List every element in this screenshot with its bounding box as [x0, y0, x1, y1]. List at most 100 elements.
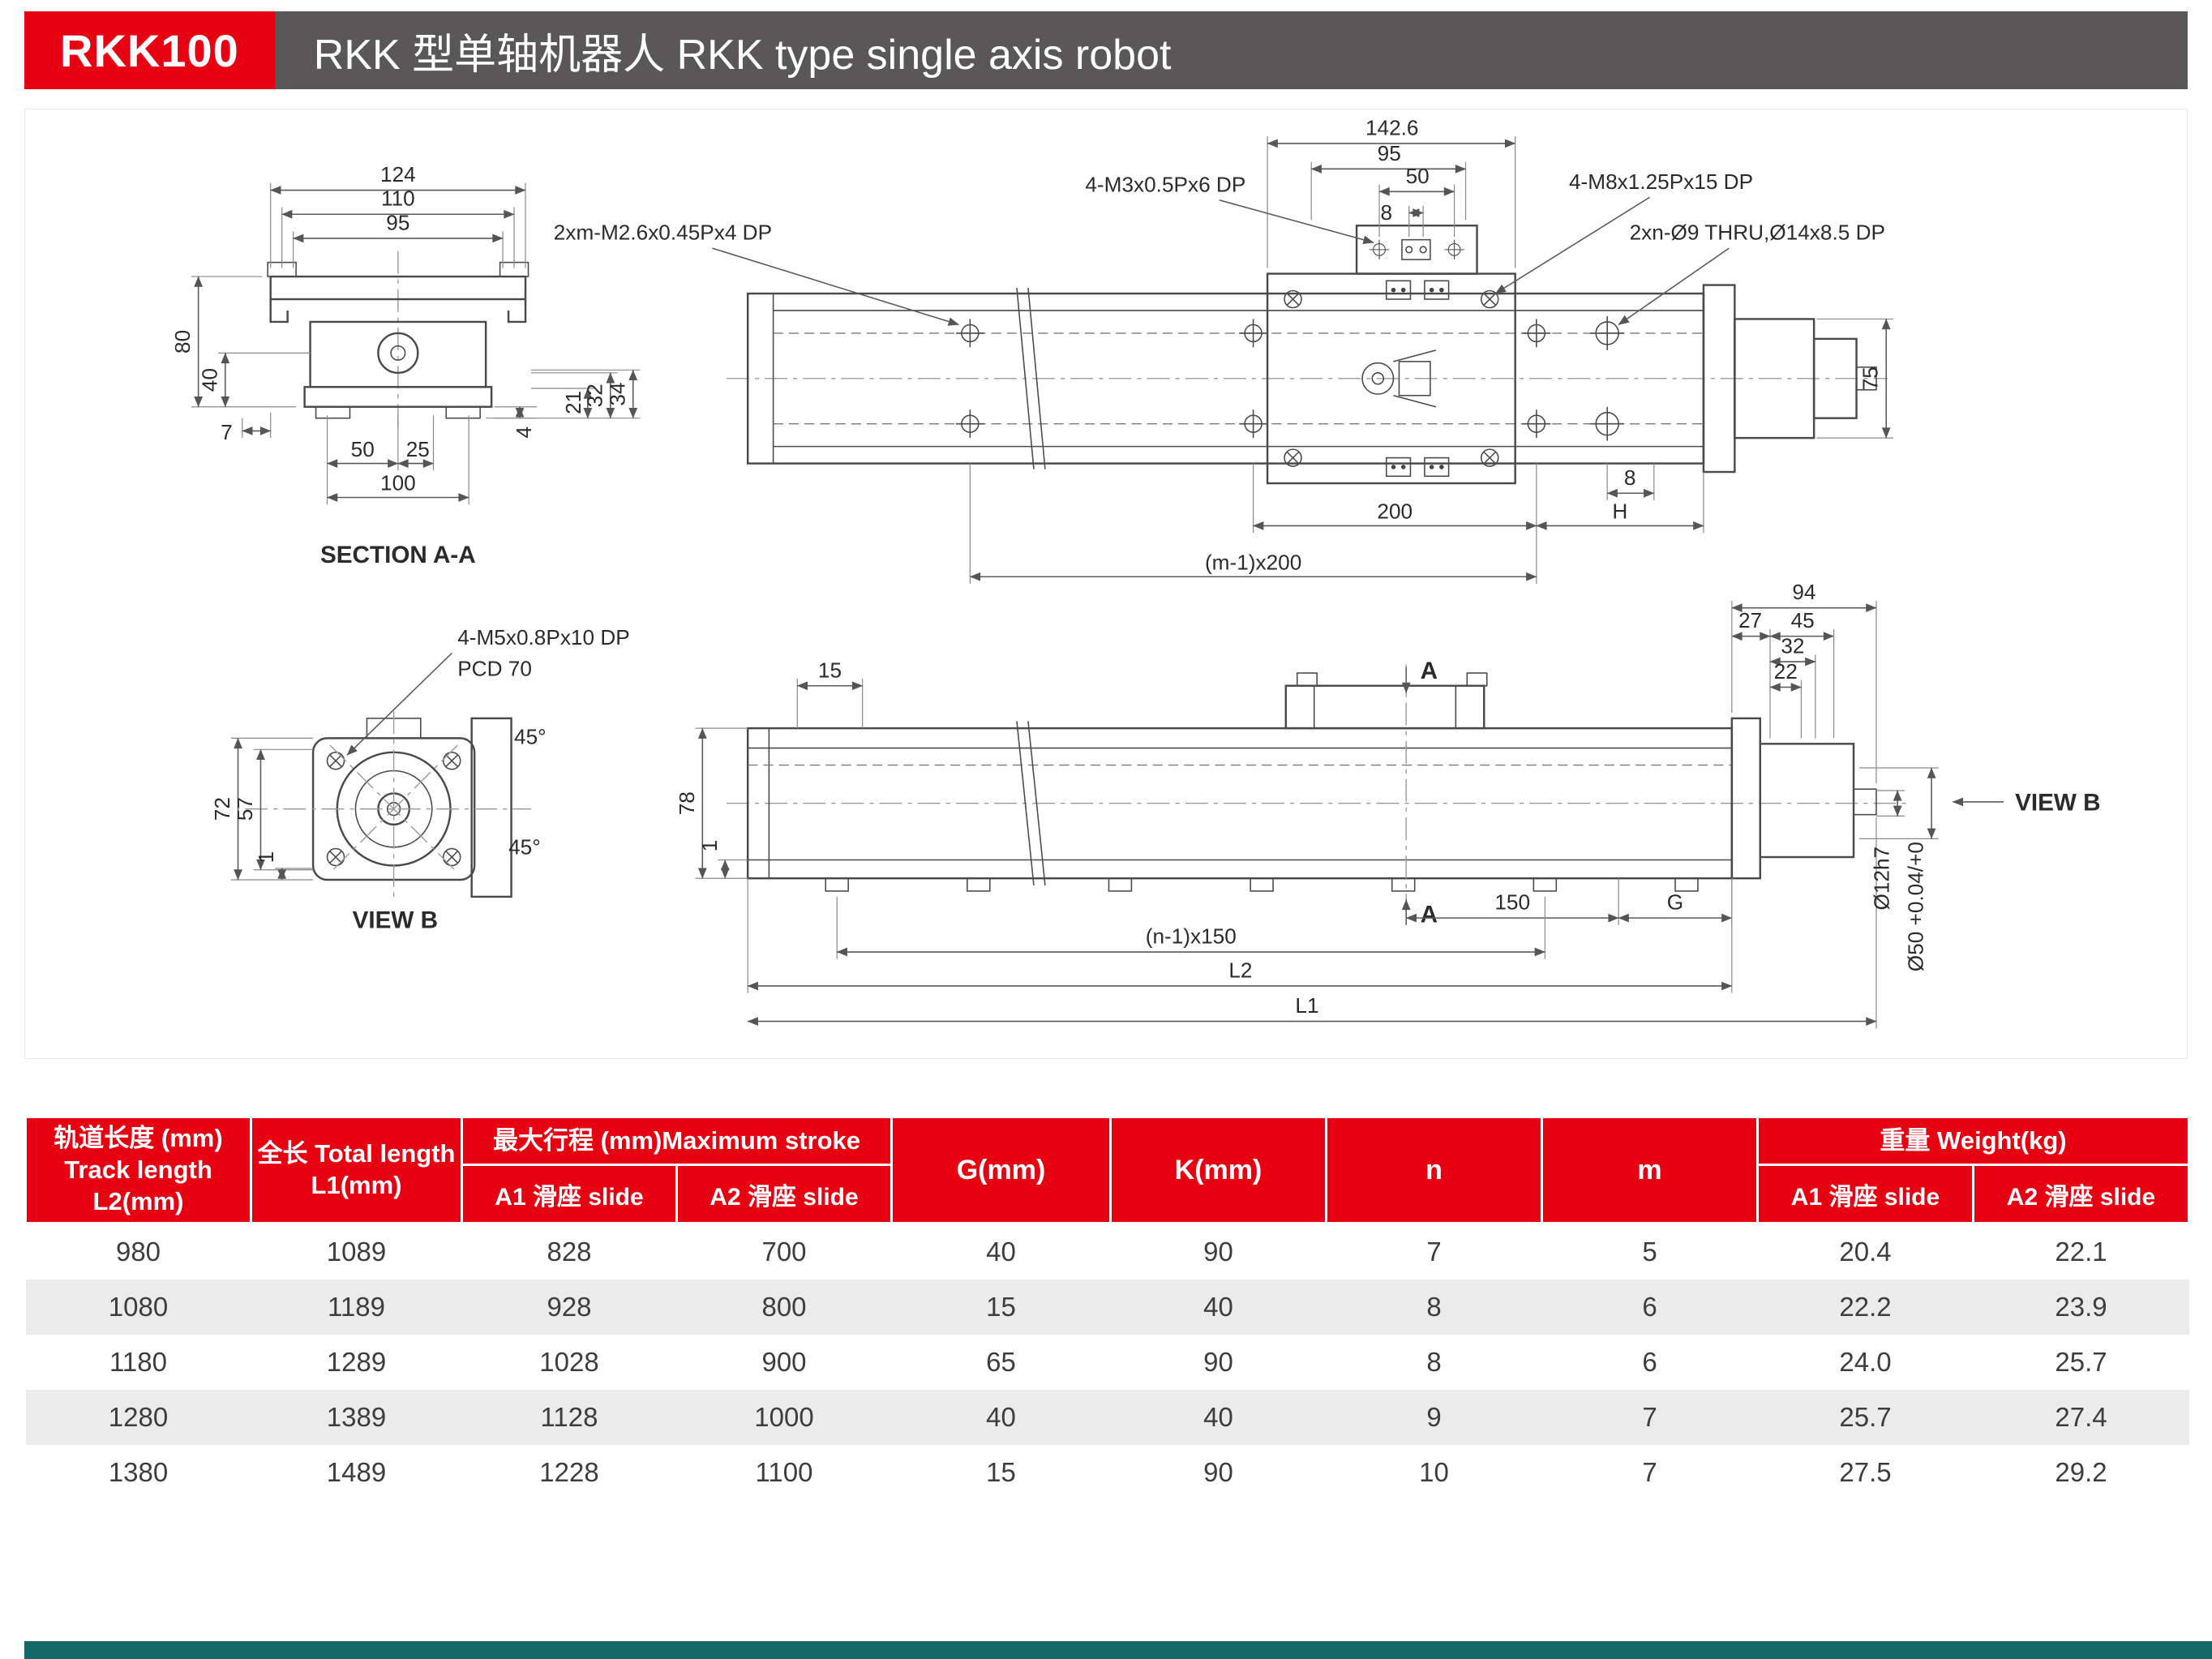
- table-cell: 15: [986, 1292, 1016, 1322]
- table-cell: 25.7: [2055, 1347, 2107, 1378]
- note-m3: 4-M3x0.5Px6 DP: [1085, 172, 1245, 196]
- table-cell: 9: [1426, 1402, 1442, 1433]
- col-header-n: n: [1325, 1115, 1543, 1225]
- dim-32: 32: [582, 384, 607, 407]
- table-row: 1180 1289 1028 900 65 90 8 6 24.0 25.7: [26, 1335, 2189, 1390]
- dim-32b: 32: [1781, 634, 1804, 658]
- table-header: 轨道长度 (mm) Track length L2(mm) 全长 Total l…: [24, 1115, 2190, 1225]
- table-cell: 800: [761, 1292, 807, 1322]
- dim-n1x150: (n-1)x150: [1146, 924, 1237, 949]
- dim-200: 200: [1377, 499, 1413, 524]
- table-cell: 1289: [326, 1347, 387, 1378]
- table-cell: 1080: [108, 1292, 169, 1322]
- dim-1: 1: [254, 851, 278, 864]
- col-header-weight-a2: A2 滑座 slide: [1972, 1164, 2190, 1225]
- dim-40: 40: [197, 368, 221, 392]
- dim-m1x200: (m-1)x200: [1205, 551, 1301, 575]
- col-header-track-length: 轨道长度 (mm) Track length L2(mm): [24, 1115, 252, 1225]
- technical-drawing: 124 110 95 80 40 7: [170, 115, 2101, 1029]
- view-b-caption: VIEW B: [353, 907, 439, 933]
- page-title: RKK 型单轴机器人 RKK type single axis robot: [313, 31, 1172, 79]
- col-header-max-stroke: 最大行程 (mm)Maximum stroke: [461, 1115, 893, 1167]
- dim-8: 8: [1380, 200, 1392, 225]
- table-cell: 40: [986, 1402, 1016, 1433]
- note-m26: 2xm-M2.6x0.45Px4 DP: [554, 221, 772, 245]
- dim-50: 50: [351, 437, 375, 461]
- table-row: 1080 1189 928 800 15 40 8 6 22.2 23.9: [25, 1280, 2189, 1335]
- dim-80: 80: [170, 330, 195, 354]
- table-cell: 1128: [540, 1402, 598, 1433]
- note-m5: 4-M5x0.8Px10 DP: [457, 625, 630, 649]
- table-cell: 27.4: [2055, 1402, 2107, 1433]
- col-header-total-length: 全长 Total length L1(mm): [250, 1115, 463, 1225]
- dim-H: H: [1612, 499, 1627, 524]
- table-cell: 8: [1426, 1347, 1442, 1378]
- dim-8b: 8: [1624, 465, 1636, 490]
- table-cell: 8: [1426, 1292, 1442, 1322]
- table-cell: 6: [1642, 1347, 1657, 1378]
- col-header-weight: 重量 Weight(kg): [1756, 1115, 2190, 1167]
- dim-45a: 45°: [514, 724, 547, 748]
- dim-d12h7: Ø12h7: [1870, 847, 1894, 911]
- section-mark-a-bottom: A: [1421, 901, 1438, 928]
- table-cell: 1489: [326, 1457, 387, 1488]
- dim-142-6: 142.6: [1365, 115, 1419, 139]
- dim-50b: 50: [1406, 164, 1430, 188]
- table-cell: 980: [115, 1237, 161, 1267]
- dim-95b: 95: [1378, 141, 1401, 165]
- dim-7: 7: [221, 420, 233, 444]
- table-row: 980 1089 828 700 40 90 7 5 20.4 22.1: [26, 1224, 2189, 1280]
- table-row: 1380 1489 1228 1100 15 90 10 7 27.5 29.2: [26, 1445, 2189, 1500]
- note-d9: 2xn-Ø9 THRU,Ø14x8.5 DP: [1630, 221, 1885, 245]
- dim-57: 57: [233, 797, 257, 821]
- dim-94: 94: [1792, 580, 1815, 604]
- top-view: 142.6 95 50 8 2xm-M2.6x0.45Px4 DP 4-M3x0…: [554, 115, 1893, 584]
- dim-45b: 45°: [508, 835, 541, 860]
- table-cell: 828: [547, 1237, 592, 1267]
- page-header: RKK100 RKK 型单轴机器人 RKK type single axis r…: [24, 11, 2188, 89]
- model-badge: RKK100: [24, 11, 275, 89]
- table-cell: 23.9: [2055, 1292, 2107, 1322]
- table-cell: 1100: [755, 1457, 813, 1488]
- table-cell: 1228: [539, 1457, 599, 1488]
- table-cell: 1380: [108, 1457, 169, 1488]
- dim-72: 72: [210, 797, 234, 821]
- dim-d50: Ø50 +0.04/+0: [1904, 842, 1928, 971]
- table-cell: 1389: [326, 1402, 387, 1433]
- table-cell: 29.2: [2055, 1457, 2107, 1488]
- dim-21: 21: [561, 391, 585, 414]
- table-cell: 7: [1642, 1457, 1657, 1488]
- dim-L2: L2: [1228, 958, 1252, 982]
- dim-100: 100: [380, 471, 416, 495]
- table-cell: 10: [1419, 1457, 1449, 1488]
- dim-150: 150: [1494, 890, 1530, 915]
- table-cell: 1180: [109, 1347, 167, 1378]
- table-cell: 1089: [326, 1237, 387, 1267]
- table-cell: 90: [1203, 1347, 1233, 1378]
- table-cell: 20.4: [1839, 1237, 1892, 1267]
- dim-78: 78: [675, 791, 699, 815]
- carriage-top: [1266, 224, 1516, 485]
- table-cell: 6: [1642, 1292, 1657, 1322]
- note-pcd: PCD 70: [457, 657, 532, 681]
- table-cell: 1280: [108, 1402, 169, 1433]
- dim-22: 22: [1774, 659, 1798, 684]
- side-view: A A 15 78 1 150 G: [675, 580, 2101, 1029]
- view-b: 72 57 1 4-M5x0.8Px10 DP PCD 70 45° 45° V…: [210, 625, 630, 933]
- table-cell: 15: [986, 1457, 1016, 1488]
- dim-34: 34: [605, 382, 629, 405]
- dim-G: G: [1667, 890, 1683, 915]
- section-aa-view: 124 110 95 80 40 7: [170, 162, 641, 568]
- table-cell: 25.7: [1839, 1402, 1892, 1433]
- table-cell: 22.1: [2055, 1237, 2107, 1267]
- dim-27: 27: [1738, 608, 1762, 632]
- table-cell: 5: [1642, 1237, 1657, 1267]
- table-cell: 7: [1642, 1402, 1657, 1433]
- table-cell: 90: [1203, 1457, 1233, 1488]
- col-header-g: G(mm): [890, 1115, 1112, 1225]
- dim-124: 124: [380, 162, 416, 186]
- dim-95: 95: [386, 210, 409, 234]
- table-cell: 22.2: [1839, 1292, 1892, 1322]
- table-cell: 7: [1426, 1237, 1442, 1267]
